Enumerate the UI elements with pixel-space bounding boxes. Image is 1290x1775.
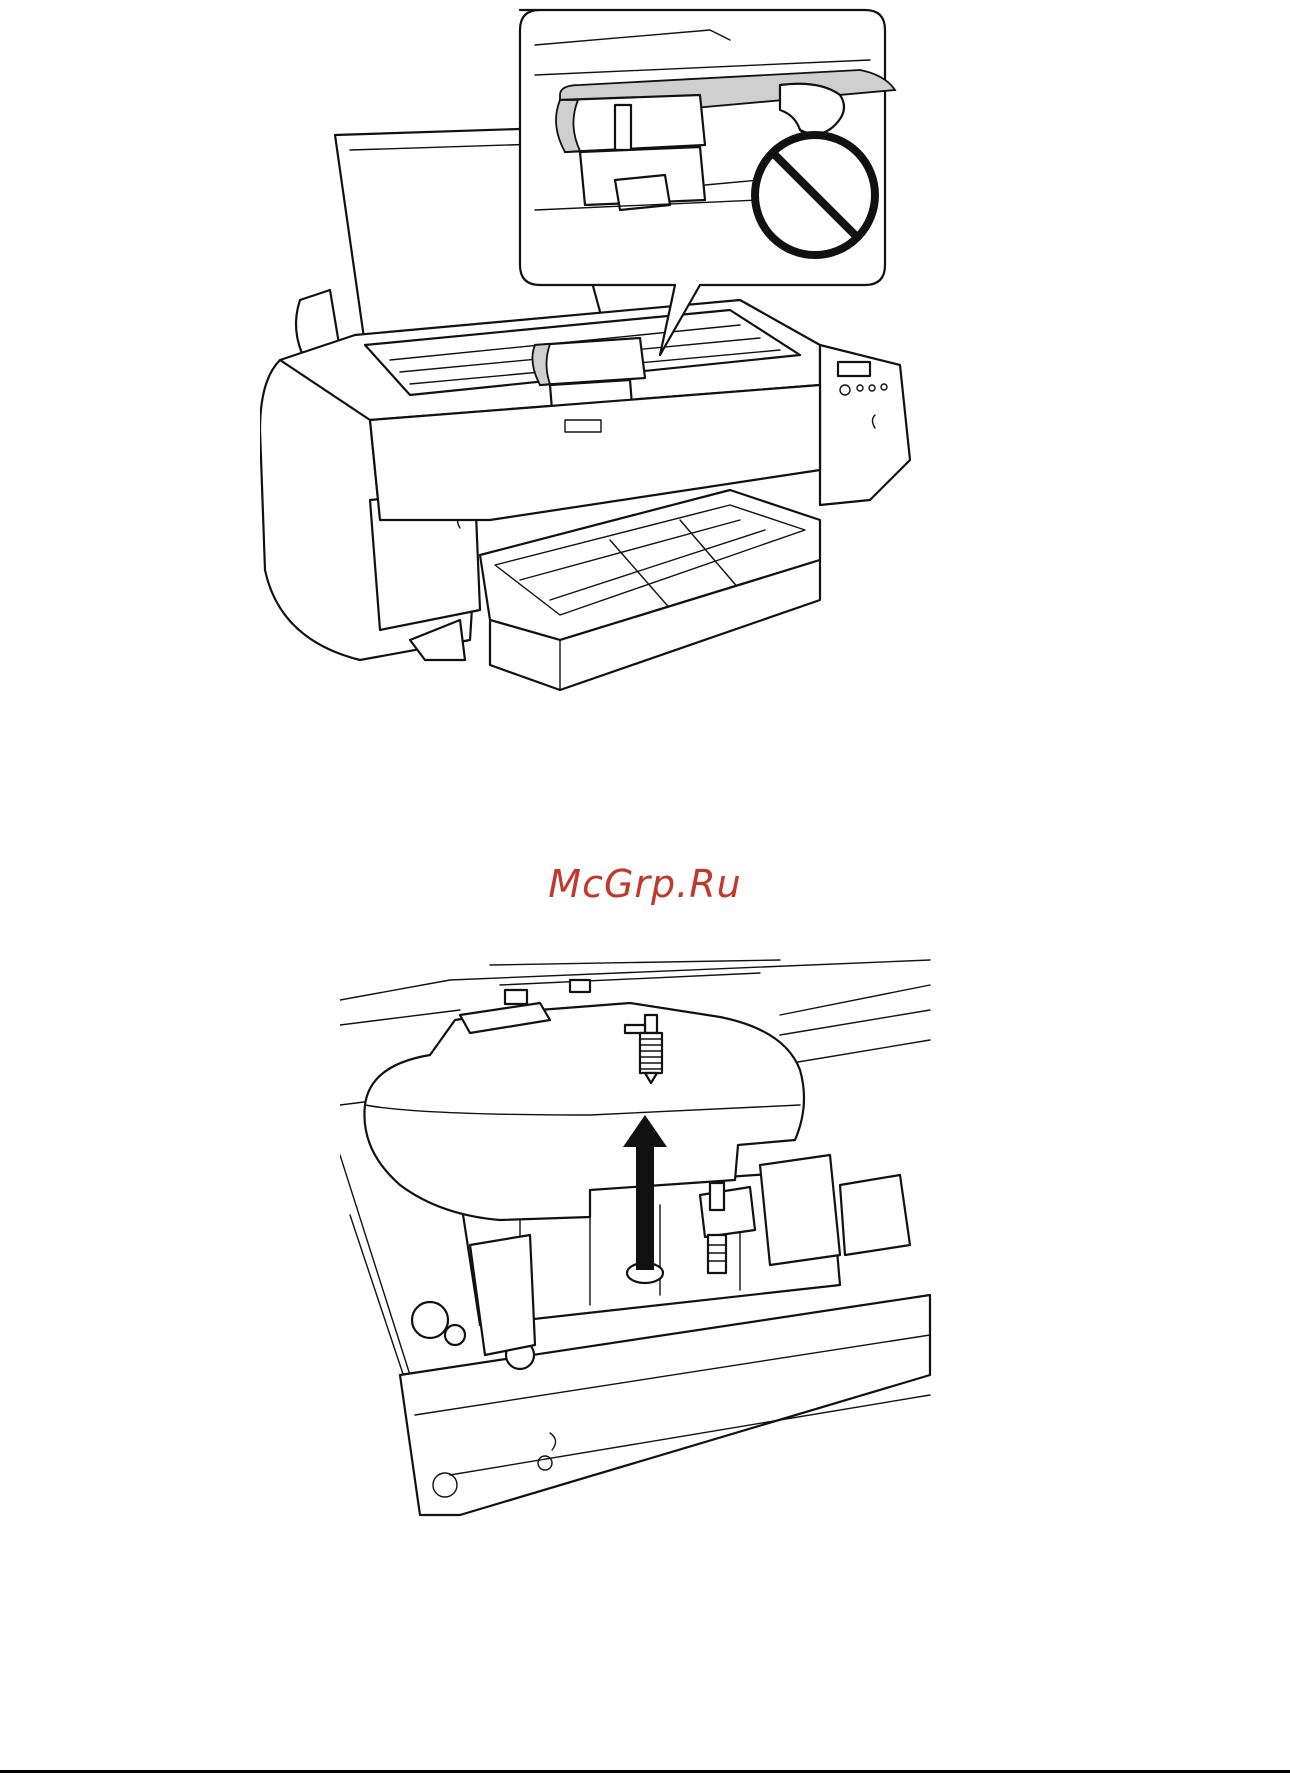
page-bottom-rule <box>0 1770 1290 1773</box>
control-panel-display <box>838 362 870 376</box>
printer-figure <box>260 0 1030 720</box>
carriage-figure <box>340 955 940 1525</box>
watermark-text: McGrp.Ru <box>0 862 1290 906</box>
callout-carriage <box>560 95 705 152</box>
printer-carriage <box>535 338 645 385</box>
no-symbol-icon <box>755 135 875 255</box>
